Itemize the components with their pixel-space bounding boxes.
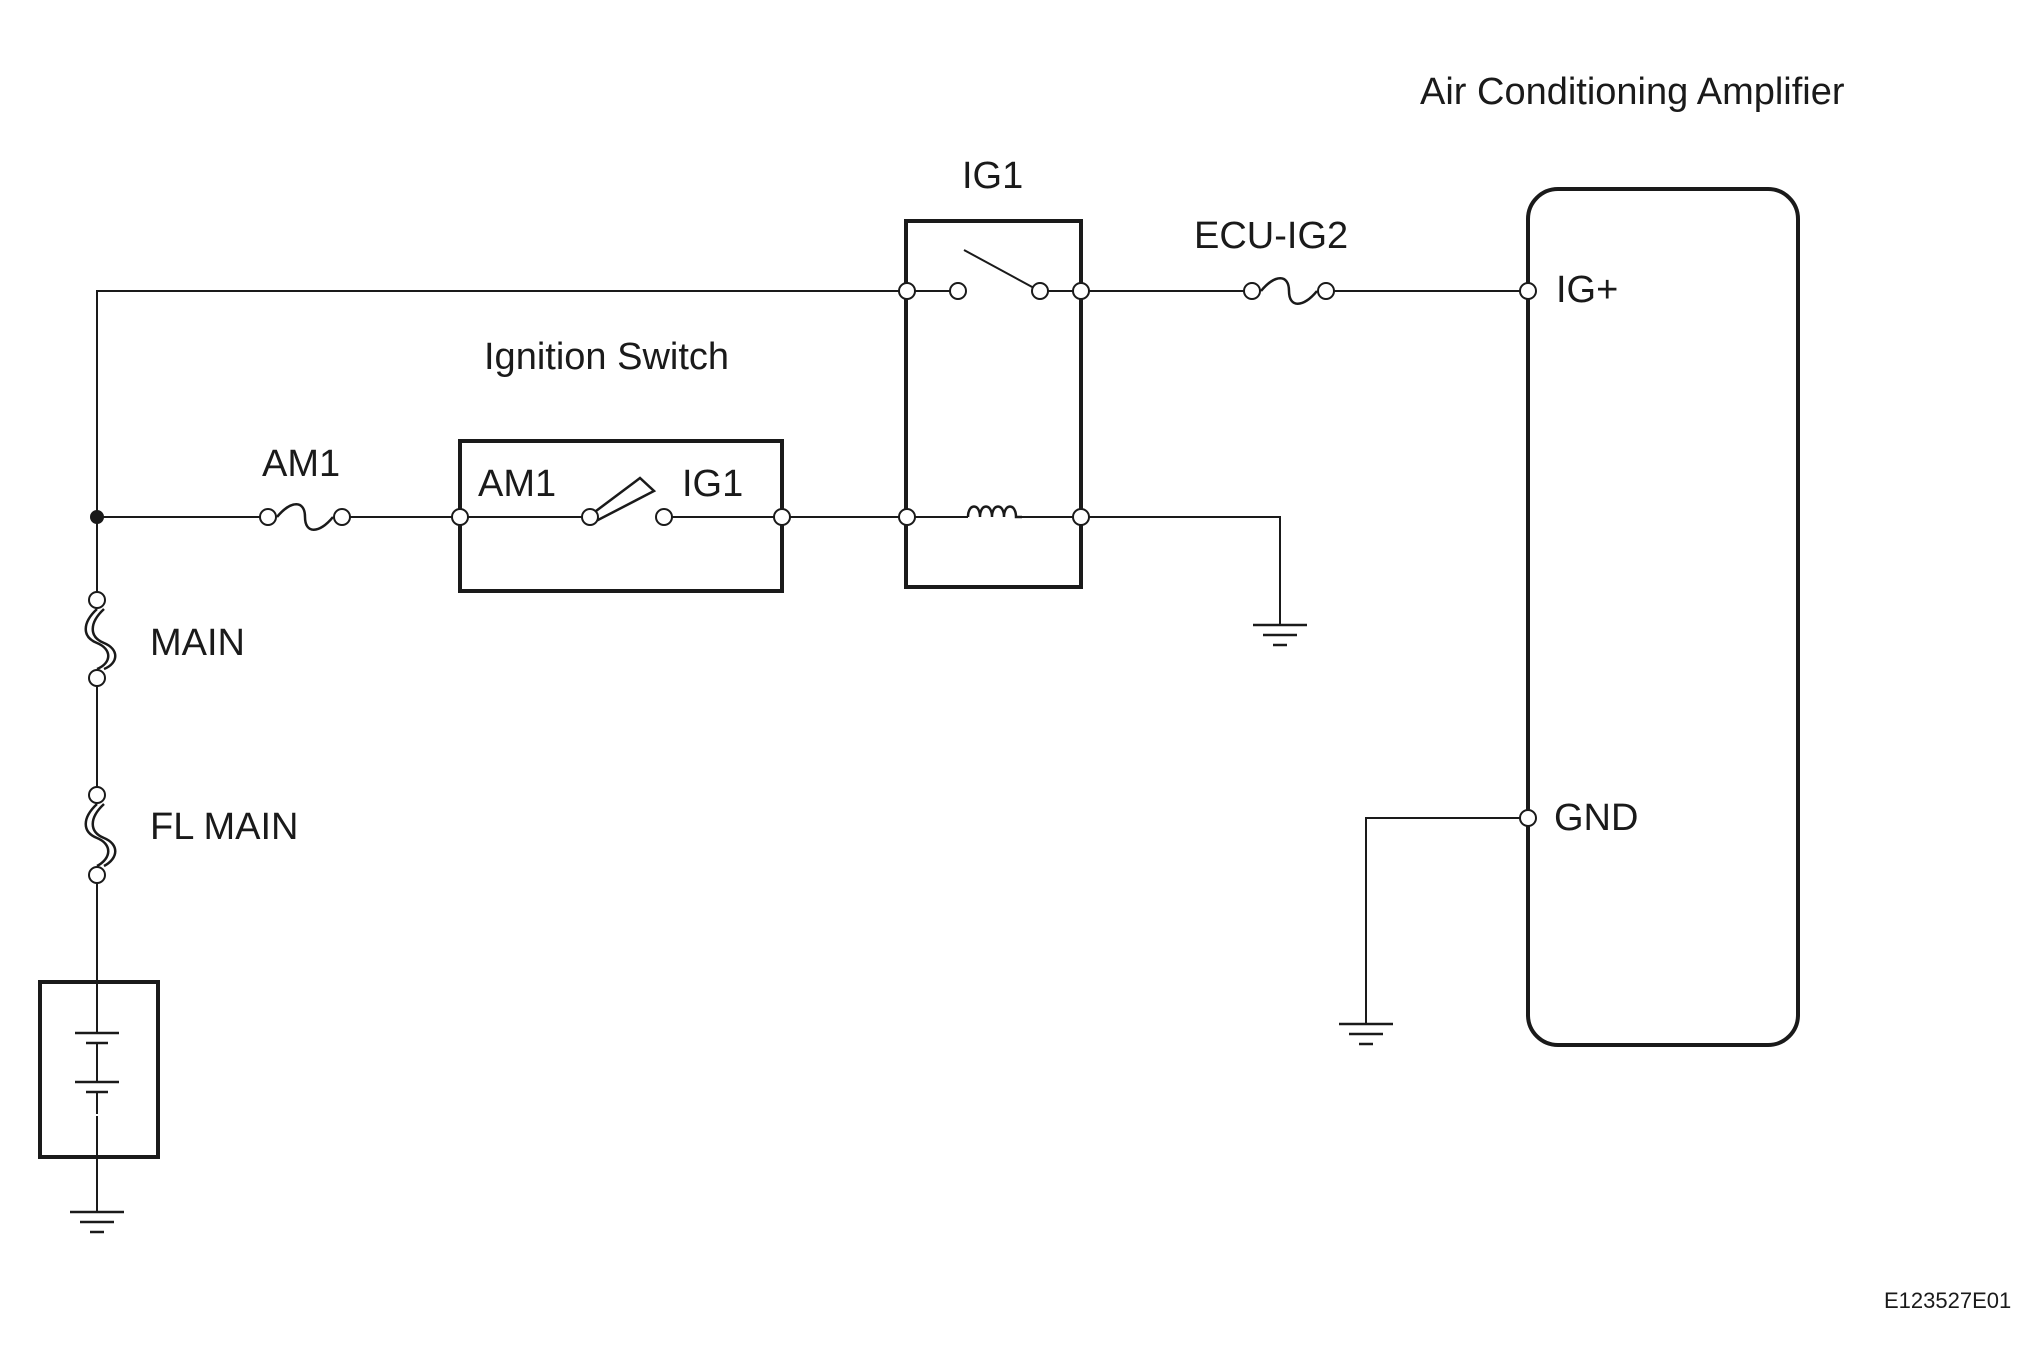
amplifier-box	[1526, 187, 1800, 1047]
battery-box	[38, 980, 160, 1159]
ecu-ig2-fuse-icon	[1260, 277, 1318, 305]
ig1-relay-label: IG1	[962, 155, 1023, 197]
am1-fuse-icon	[276, 503, 334, 531]
wires	[96, 290, 1528, 1212]
fl-main-fuse-label: FL MAIN	[150, 806, 299, 848]
amplifier-title: Air Conditioning Amplifier	[1420, 71, 1845, 113]
switch-terminal-ig1-label: IG1	[682, 463, 743, 505]
main-fuse-label: MAIN	[150, 622, 245, 664]
ig1-relay-box	[904, 219, 1083, 589]
figure-id: E123527E01	[1884, 1288, 2011, 1313]
ig1-relay-contact	[963, 249, 1035, 289]
junction-dot	[90, 510, 104, 524]
ignition-switch-label: Ignition Switch	[484, 336, 729, 378]
ground-icon-amplifier	[1339, 1022, 1393, 1046]
am1-fuse-label: AM1	[262, 443, 340, 485]
ignition-switch-lever	[590, 476, 657, 522]
ig1-relay-coil	[966, 505, 1022, 519]
ground-icon-battery	[70, 1210, 124, 1234]
pin-ig-plus-label: IG+	[1556, 269, 1618, 311]
ecu-ig2-fuse-label: ECU-IG2	[1194, 215, 1348, 257]
battery-icon	[75, 1031, 119, 1094]
fl-main-fuse-icon	[84, 803, 117, 868]
ground-icon-relay	[1253, 623, 1307, 647]
pin-gnd-label: GND	[1554, 797, 1638, 839]
terminals	[88, 282, 1537, 884]
main-fuse-icon	[84, 608, 117, 671]
switch-terminal-am1-label: AM1	[478, 463, 556, 505]
